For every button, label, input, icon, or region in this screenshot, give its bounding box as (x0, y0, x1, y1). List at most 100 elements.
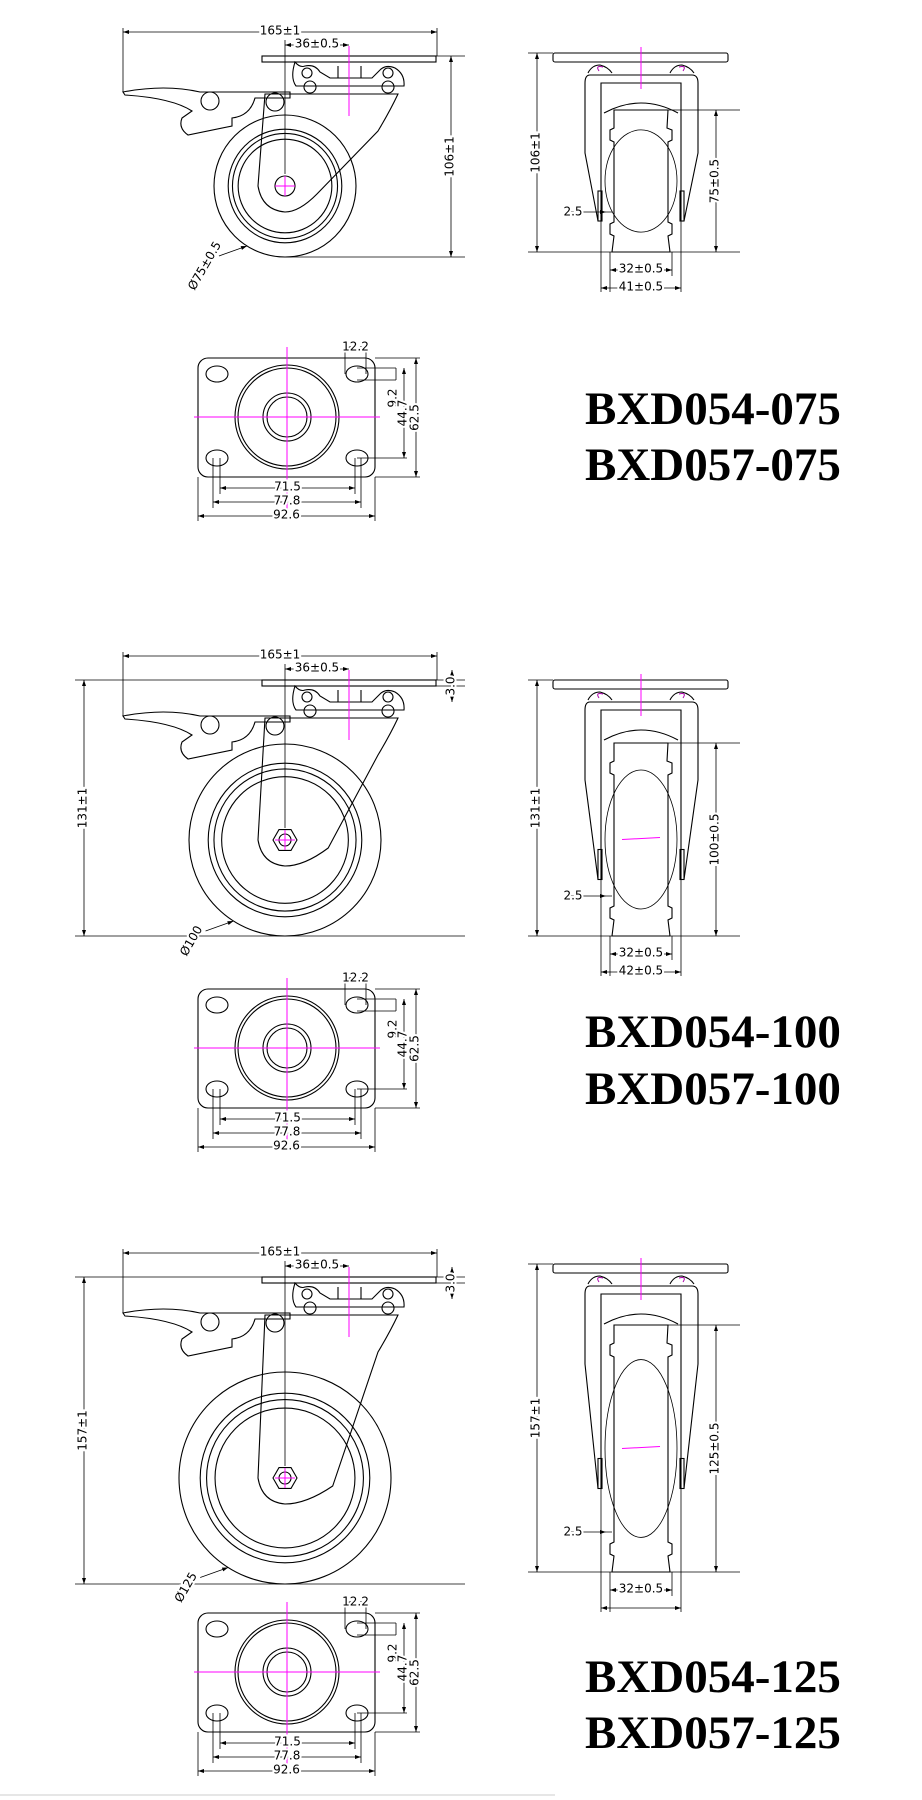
slot-offset-label: 9.2 (386, 388, 400, 407)
dimension-arrowhead (535, 680, 539, 686)
dimension-arrowhead (82, 1277, 86, 1283)
plate-width-dimension-label: 62.5 (408, 404, 422, 431)
dimension-arrowhead (450, 1267, 454, 1273)
dimension-arrowhead (601, 1606, 607, 1610)
wheel-hub (604, 129, 678, 233)
dimension-arrowhead (285, 667, 291, 671)
dimension-arrowhead (414, 358, 418, 364)
hole-spacing-y-dimension-label: 44.7 (396, 1655, 410, 1682)
fork-leg (257, 93, 399, 213)
dimension-arrowhead (343, 43, 349, 47)
dimension-arrowhead (369, 514, 375, 518)
wheel-width-dimension-label: 32±0.5 (619, 262, 663, 276)
bearing-ball (381, 1301, 395, 1315)
hole-spacing-x-dimension-label: 71.5 (274, 480, 301, 494)
wheel-tread (609, 109, 673, 253)
swivel-lug (587, 1275, 613, 1285)
dimension-arrowhead (714, 246, 718, 252)
hole-spacing-y-dimension-label: 44.7 (396, 400, 410, 427)
model-number: BXD054-125 (585, 1651, 841, 1703)
dimension-arrowhead (198, 1145, 204, 1149)
dimension-arrowhead (414, 989, 418, 995)
slot-spacing-x-dimension-label: 77.8 (274, 1125, 301, 1139)
brake-pivot (265, 92, 285, 112)
wheel-diameter-dimension-label: 100±0.5 (708, 813, 722, 865)
dimension-arrowhead (610, 952, 616, 956)
fork-washer (597, 848, 603, 881)
plate-width-dimension-label: 62.5 (408, 1659, 422, 1686)
mounting-slot (345, 1620, 369, 1638)
wheel-hub (604, 1359, 678, 1538)
overall-length-dimension-label: 165±1 (260, 1245, 301, 1259)
fork-washer (679, 190, 685, 222)
dimension-arrowhead (349, 1117, 355, 1121)
mounting-slot (205, 996, 229, 1014)
fork-crown (603, 1313, 679, 1325)
dimension-arrowhead (675, 970, 681, 974)
axle-centerline (621, 1446, 661, 1449)
fork-leg (257, 1314, 399, 1505)
offset-dimension-label: 36±0.5 (295, 1258, 339, 1272)
hole-spacing-y-dimension-label: 44.7 (396, 1031, 410, 1058)
offset-dimension-label: 36±0.5 (295, 661, 339, 675)
dimension-arrowhead (369, 1769, 375, 1773)
wheel-diameter-label: Ø75±0.5 (185, 239, 224, 293)
bearing-ball (382, 67, 394, 79)
dimension-arrowhead (213, 500, 219, 504)
plate-length-dimension-label: 92.6 (273, 1139, 300, 1153)
bearing-ball (301, 691, 313, 703)
dimension-arrowhead (714, 743, 718, 749)
swivel-lug (587, 691, 613, 701)
height-dimension-label: 131±1 (529, 788, 543, 829)
overall-length-dimension-label: 165±1 (260, 648, 301, 662)
brake-pivot (200, 1312, 220, 1332)
brake-pivot (200, 91, 220, 111)
bearing-highlight (597, 66, 604, 72)
wheel-diameter-label: Ø125 (172, 1570, 200, 1605)
wheel-width-dimension-label: 32±0.5 (619, 1582, 663, 1596)
brake-pivot (265, 716, 285, 736)
fork-washer (597, 1457, 603, 1490)
mounting-slot (205, 1704, 229, 1722)
model-number: BXD054-100 (585, 1006, 841, 1058)
bearing-ball (303, 80, 317, 94)
plate-thickness-dimension-label: 3.0 (444, 1273, 458, 1292)
height-dimension-label: 131±1 (76, 788, 90, 829)
slot-spacing-x-dimension-label: 77.8 (274, 494, 301, 508)
bearing-ball (381, 704, 395, 718)
axle-nut-icon (272, 829, 298, 851)
dimension-arrowhead (666, 268, 672, 272)
dimension-arrowhead (355, 1131, 361, 1135)
dimension-arrowhead (535, 246, 539, 252)
swivel-lug (669, 1275, 695, 1285)
dimension-arrowhead (123, 30, 129, 34)
dimension-arrowhead (343, 667, 349, 671)
dimension-arrowhead (82, 930, 86, 936)
dimension-arrowhead (402, 452, 406, 458)
bearing-highlight (597, 693, 604, 699)
swivel-head (292, 60, 405, 87)
dimension-arrowhead (600, 1530, 606, 1534)
dimension-arrowhead (198, 514, 204, 518)
bearing-ball (303, 704, 317, 718)
dimension-arrowhead (221, 1567, 229, 1572)
height-dimension-label: 157±1 (529, 1398, 543, 1439)
axle-centerline (621, 837, 661, 840)
bearing-highlight (597, 1277, 604, 1283)
brake-lever (122, 711, 291, 760)
dimension-arrowhead (666, 1588, 672, 1592)
dimension-arrowhead (220, 486, 226, 490)
wheel-hub (604, 769, 678, 910)
top-view-2: 9.244.762.512.271.577.892.6 (194, 1593, 424, 1779)
dimension-arrowhead (601, 286, 607, 290)
dimension-arrowhead (240, 245, 247, 250)
dimension-arrowhead (610, 1588, 616, 1592)
height-dimension-label: 157±1 (76, 1410, 90, 1451)
fork-leg (257, 717, 399, 867)
dimension-arrowhead (414, 1613, 418, 1619)
